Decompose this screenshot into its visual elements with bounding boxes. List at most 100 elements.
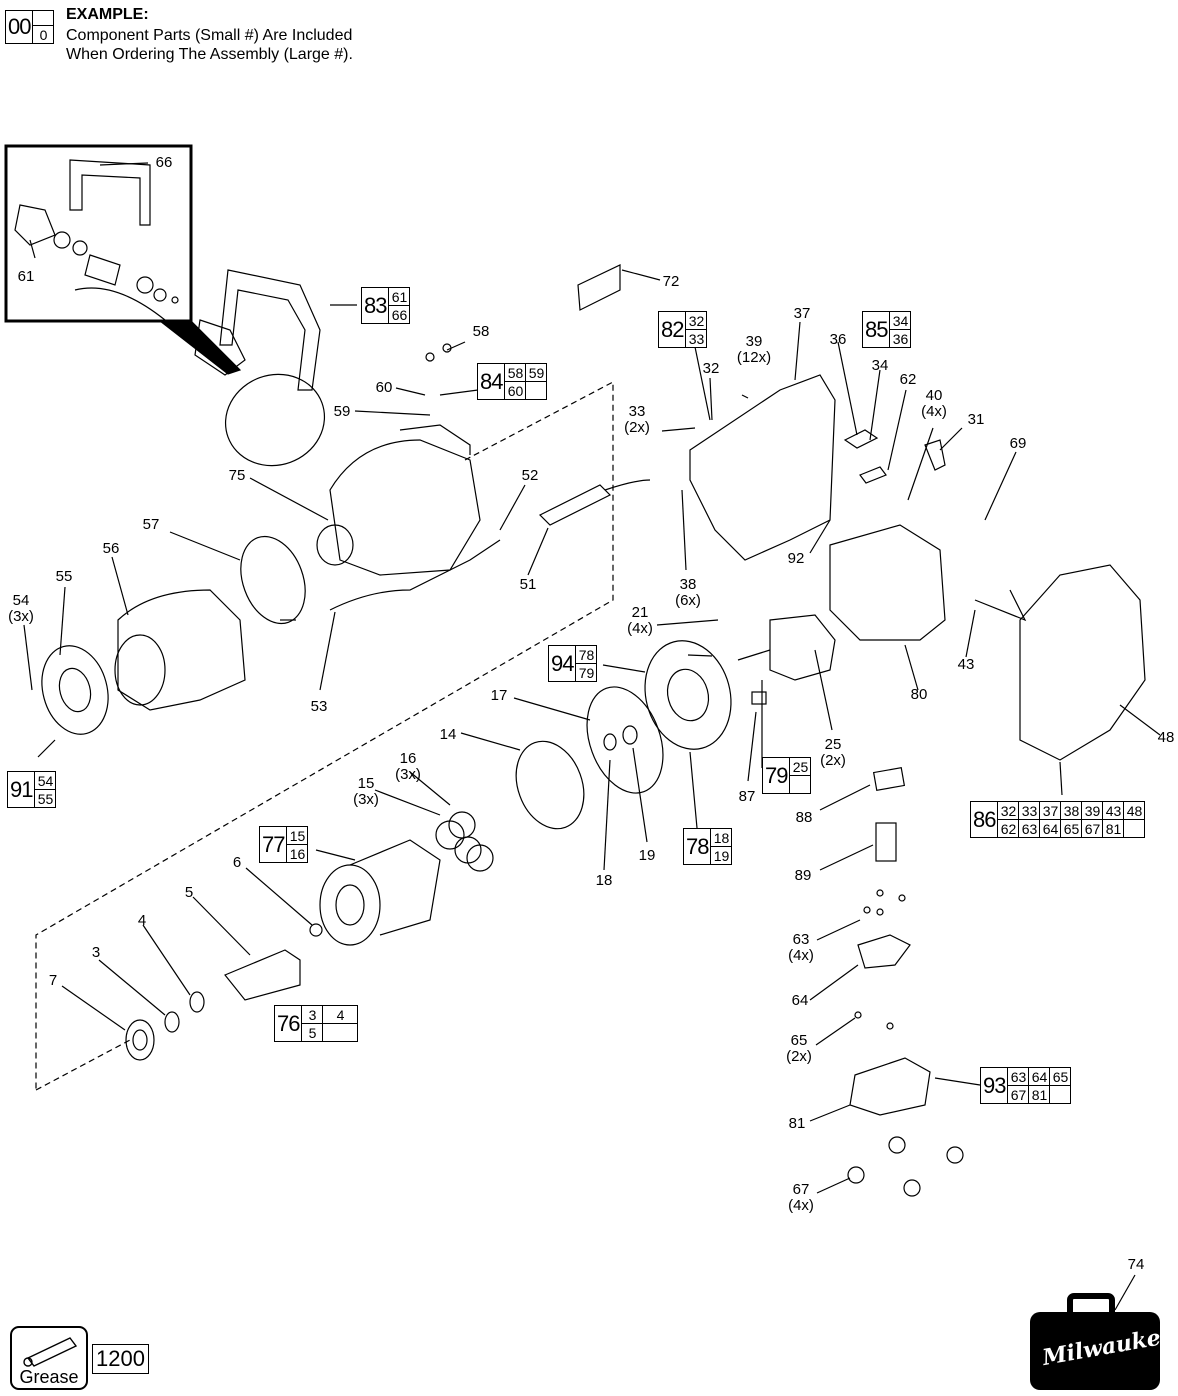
washer-7 (125, 1019, 155, 1061)
ball-6 (309, 923, 323, 937)
part-69: 69 (1009, 435, 1027, 452)
bracket-64 (857, 934, 911, 969)
component-number-cell: 33 (686, 329, 707, 347)
part-16: 16 (3x) (395, 750, 421, 783)
part-4: 4 (137, 912, 147, 929)
part-72: 72 (662, 273, 680, 290)
armature-79 (769, 614, 836, 681)
handle-band-ring (224, 373, 326, 467)
part-55: 55 (55, 568, 73, 585)
part-54: 54 (3x) (8, 592, 34, 625)
gear-case-drawing (329, 439, 481, 576)
component-number-cell: 79 (576, 663, 597, 681)
assembly-number: 93 (981, 1068, 1009, 1103)
component-number-cell: 19 (711, 846, 732, 864)
assembly-number: 82 (659, 312, 687, 347)
grease-code: 1200 (92, 1344, 149, 1374)
part-18: 18 (595, 872, 613, 889)
part-36: 36 (829, 331, 847, 348)
part-21: 21 (4x) (627, 604, 653, 637)
component-number-cell: 25 (790, 758, 811, 776)
component-number-cell: 55 (35, 789, 56, 807)
example-title: EXAMPLE: (66, 6, 149, 23)
part-66: 66 (155, 154, 173, 171)
part-52: 52 (521, 467, 539, 484)
part-63: 63 (4x) (788, 931, 814, 964)
assembly-number: 83 (362, 288, 390, 323)
assembly-number: 78 (684, 829, 712, 864)
component-number-cell: 64 (1039, 819, 1062, 837)
inset-detail-box (4, 144, 193, 323)
component-number-cell: 81 (1102, 819, 1125, 837)
planet-gear (435, 820, 465, 850)
part-59: 59 (333, 403, 351, 420)
component-number-cell: 18 (711, 829, 732, 847)
component-number-cell: 5 (302, 1023, 324, 1041)
component-number-cell: 67 (1081, 819, 1104, 837)
part-15: 15 (3x) (353, 775, 379, 808)
part-80: 80 (910, 686, 928, 703)
inset-handle-drawing (69, 159, 151, 226)
ring-57 (240, 535, 306, 625)
component-number-cell: 33 (1018, 802, 1041, 820)
part-7: 7 (48, 972, 58, 989)
part-14: 14 (439, 726, 457, 743)
component-number-cell (525, 381, 547, 399)
assembly-number: 79 (763, 758, 791, 793)
part-87: 87 (738, 788, 756, 805)
component-number-cell: 48 (1123, 802, 1145, 820)
part-40: 40 (4x) (921, 387, 947, 420)
part-43: 43 (957, 656, 975, 673)
component-number-cell: 32 (686, 312, 707, 330)
component-number-cell: 34 (890, 312, 911, 330)
component-number-cell: 66 (389, 305, 410, 323)
component-number-cell: 65 (1060, 819, 1083, 837)
rear-housing-48 (1019, 564, 1146, 761)
component-number-cell: 62 (998, 819, 1020, 837)
part-88: 88 (795, 809, 813, 826)
part-65: 65 (2x) (786, 1032, 812, 1065)
part-48: 48 (1157, 729, 1175, 746)
assembly-79: 79 25 (762, 757, 812, 794)
component-number-cell: 60 (505, 381, 527, 399)
grease-label: Grease (19, 1367, 79, 1387)
component-number-cell: 65 (1049, 1068, 1071, 1086)
component-number-cell: 78 (576, 646, 597, 664)
part-75: 75 (228, 467, 246, 484)
component-number-cell: 67 (1008, 1085, 1030, 1103)
part-6: 6 (232, 854, 242, 871)
motor-housing-37 (689, 374, 836, 561)
part-58: 58 (472, 323, 490, 340)
part-61: 61 (17, 268, 35, 285)
assembly-number: 85 (863, 312, 891, 347)
part-60: 60 (375, 379, 393, 396)
part-89: 89 (794, 867, 812, 884)
component-number-cell: 59 (525, 364, 547, 382)
part-33: 33 (2x) (624, 403, 650, 436)
component-number-cell: 32 (998, 802, 1020, 820)
part-92: 92 (787, 550, 805, 567)
part-5: 5 (184, 884, 194, 901)
part-51: 51 (519, 576, 537, 593)
part-62: 62 (899, 371, 917, 388)
component-number-cell: 37 (1039, 802, 1062, 820)
component-number-cell: 81 (1028, 1085, 1051, 1103)
label-72 (577, 264, 621, 311)
component-number-cell (1049, 1085, 1071, 1103)
part-31: 31 (967, 411, 985, 428)
side-handle-drawing (219, 269, 321, 391)
component-number-cell: 54 (35, 772, 56, 790)
component-number-cell: 61 (389, 288, 410, 306)
component-number-cell: 36 (890, 329, 911, 347)
example-line-2: When Ordering The Assembly (Large #). (66, 46, 353, 63)
example-assembly-box: 00 0 (5, 10, 55, 44)
stator-80 (829, 524, 946, 641)
